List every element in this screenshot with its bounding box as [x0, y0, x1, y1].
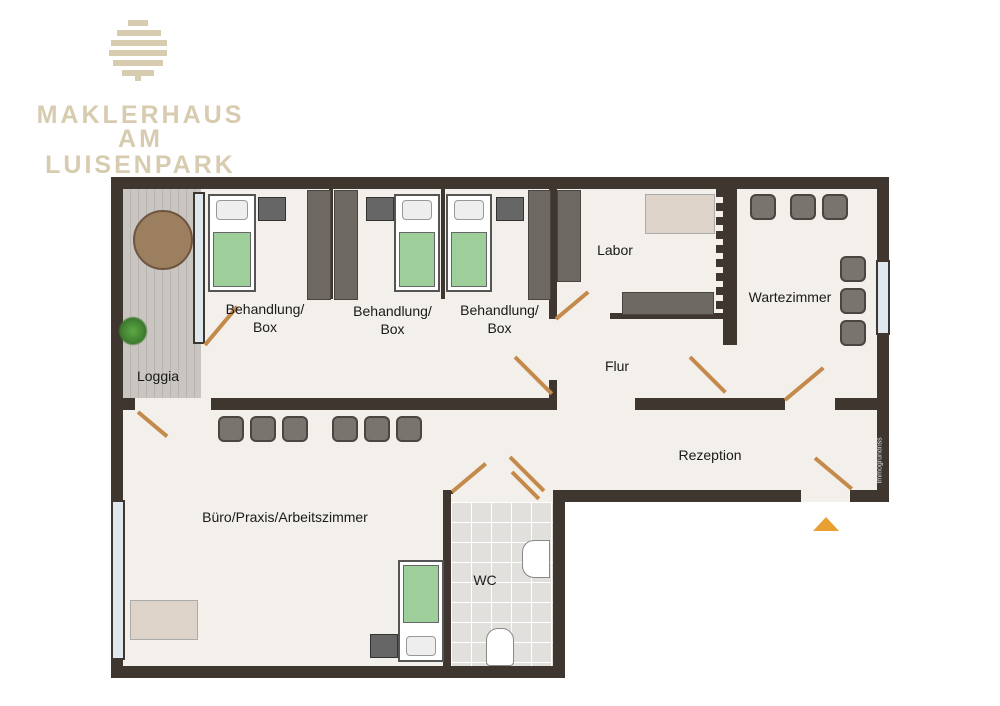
chair: [840, 288, 866, 314]
watermark: Immogrundriss: [876, 437, 884, 484]
room-label-rezeption: Rezeption: [678, 447, 742, 463]
wall: [723, 189, 737, 345]
room-label-labor: Labor: [597, 242, 633, 258]
wall: [111, 398, 135, 410]
wall: [211, 398, 555, 410]
pillow: [454, 200, 484, 220]
logo-line1: MAKLERHAUS: [36, 101, 245, 129]
room-label-behandlung-1: Behandlung/ Box: [225, 301, 305, 335]
room-label-buero: Büro/Praxis/Arbeitszimmer: [202, 509, 368, 525]
chair: [396, 416, 422, 442]
bed-sheet: [451, 231, 487, 287]
wall: [549, 380, 557, 410]
wall: [877, 177, 889, 502]
nightstand: [496, 197, 524, 221]
chair: [332, 416, 358, 442]
sofa: [557, 190, 581, 282]
logo-bar: [135, 76, 141, 81]
nightstand: [366, 197, 394, 221]
bed-sheet: [403, 565, 439, 623]
room-label-behandlung-3: Behandlung/ Box: [460, 302, 539, 336]
shelf: [716, 189, 723, 313]
nightstand: [370, 634, 398, 658]
sofa: [528, 190, 551, 300]
logo-bar: [122, 70, 154, 76]
wall: [111, 666, 565, 678]
bed-sheet: [213, 231, 251, 287]
wall: [850, 490, 889, 502]
plant: [118, 316, 148, 346]
chair: [840, 256, 866, 282]
wall: [443, 490, 453, 494]
window: [193, 192, 205, 344]
bed-sheet: [399, 231, 435, 287]
pillow: [402, 200, 432, 220]
nightstand: [258, 197, 286, 221]
bed: [398, 560, 444, 662]
pillow: [216, 200, 248, 220]
room-label-wc: WC: [473, 572, 497, 588]
wall: [443, 490, 451, 666]
entrance-arrow-icon: [813, 517, 839, 531]
room-label-loggia: Loggia: [136, 368, 180, 384]
window: [111, 500, 125, 660]
toilet: [486, 628, 514, 666]
logo-line2: AM LUISENPARK: [45, 125, 236, 179]
sofa: [622, 292, 714, 315]
wall: [111, 177, 889, 189]
bed: [394, 194, 440, 292]
desk: [645, 194, 715, 234]
chair: [218, 416, 244, 442]
window: [876, 260, 890, 335]
wall: [553, 490, 565, 678]
logo-bar: [109, 50, 167, 56]
chair: [250, 416, 276, 442]
logo-bar: [128, 20, 148, 26]
chair: [822, 194, 848, 220]
sink: [522, 540, 550, 578]
wall: [549, 189, 557, 319]
chair: [364, 416, 390, 442]
wall: [553, 490, 801, 502]
logo-bar: [117, 30, 161, 36]
chair: [282, 416, 308, 442]
pillow: [406, 636, 436, 656]
logo-bar: [113, 60, 163, 66]
chair: [840, 320, 866, 346]
chair: [790, 194, 816, 220]
wc-tiles: [451, 502, 553, 666]
wall: [329, 189, 333, 299]
desk: [130, 600, 198, 640]
sofa: [307, 190, 331, 300]
round-table: [133, 210, 193, 270]
wall: [835, 398, 877, 410]
logo-bar: [111, 40, 167, 46]
room-label-wartezimmer: Wartezimmer: [748, 289, 832, 305]
wall: [635, 398, 785, 410]
room-label-behandlung-2: Behandlung/ Box: [353, 303, 432, 337]
wall: [441, 189, 445, 299]
sofa: [334, 190, 358, 300]
wall: [610, 313, 737, 319]
bed: [208, 194, 256, 292]
room-label-flur: Flur: [604, 358, 630, 374]
bed: [446, 194, 492, 292]
chair: [750, 194, 776, 220]
